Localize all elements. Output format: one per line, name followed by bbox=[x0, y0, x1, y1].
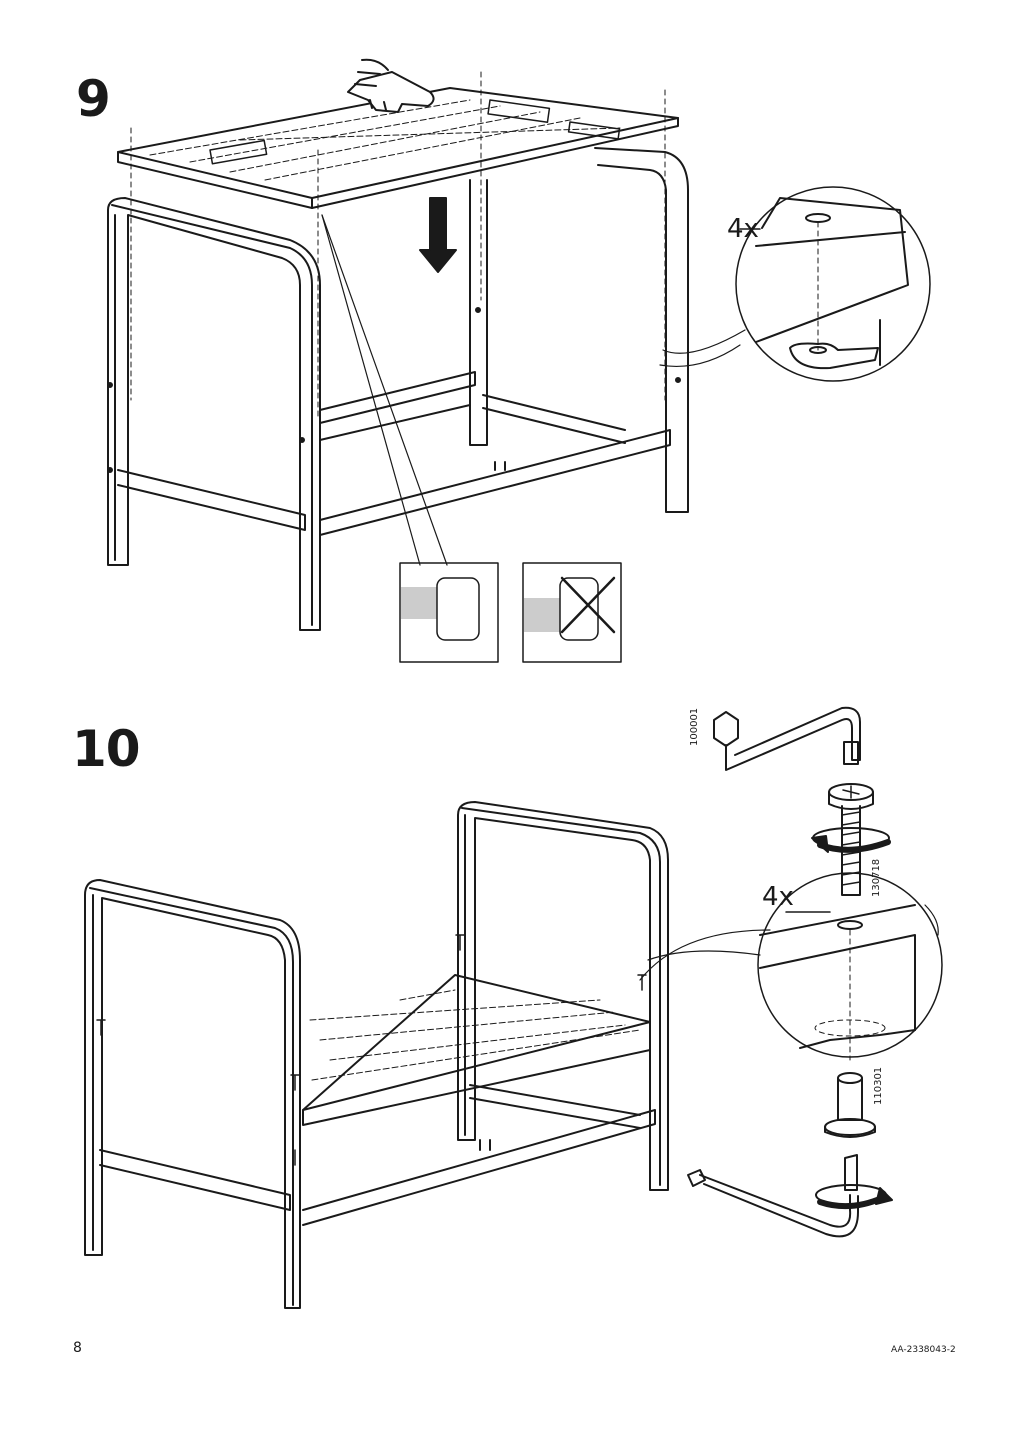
step-10-number: 10 bbox=[72, 720, 141, 778]
allen-key-turning-icon bbox=[687, 1154, 893, 1238]
step10-detail-circle bbox=[639, 872, 943, 1061]
arrow-down-icon bbox=[419, 197, 457, 273]
step10-bed-frame bbox=[84, 801, 669, 1309]
step-9-quantity: 4x bbox=[727, 214, 759, 244]
rotation-arrow-icon bbox=[811, 827, 891, 853]
document-id: AA-2338043-2 bbox=[891, 1345, 956, 1355]
part-code-barrel-nut: 110301 bbox=[873, 1066, 884, 1105]
part-code-bolt: 130718 bbox=[871, 858, 882, 897]
allen-key-icon bbox=[713, 706, 861, 771]
bolt-icon bbox=[828, 783, 874, 896]
correct-check-icon bbox=[399, 562, 499, 663]
step9-bed-frame bbox=[107, 71, 689, 631]
page-number: 8 bbox=[73, 1340, 82, 1356]
hand-pointing-icon bbox=[347, 58, 435, 113]
step-9-number: 9 bbox=[76, 70, 111, 128]
incorrect-cross-icon bbox=[522, 562, 622, 663]
part-code-allen-key: 100001 bbox=[689, 707, 700, 746]
step9-detail-circle bbox=[659, 186, 931, 382]
step-10-quantity: 4x bbox=[762, 882, 794, 912]
barrel-nut-icon bbox=[824, 1072, 876, 1138]
